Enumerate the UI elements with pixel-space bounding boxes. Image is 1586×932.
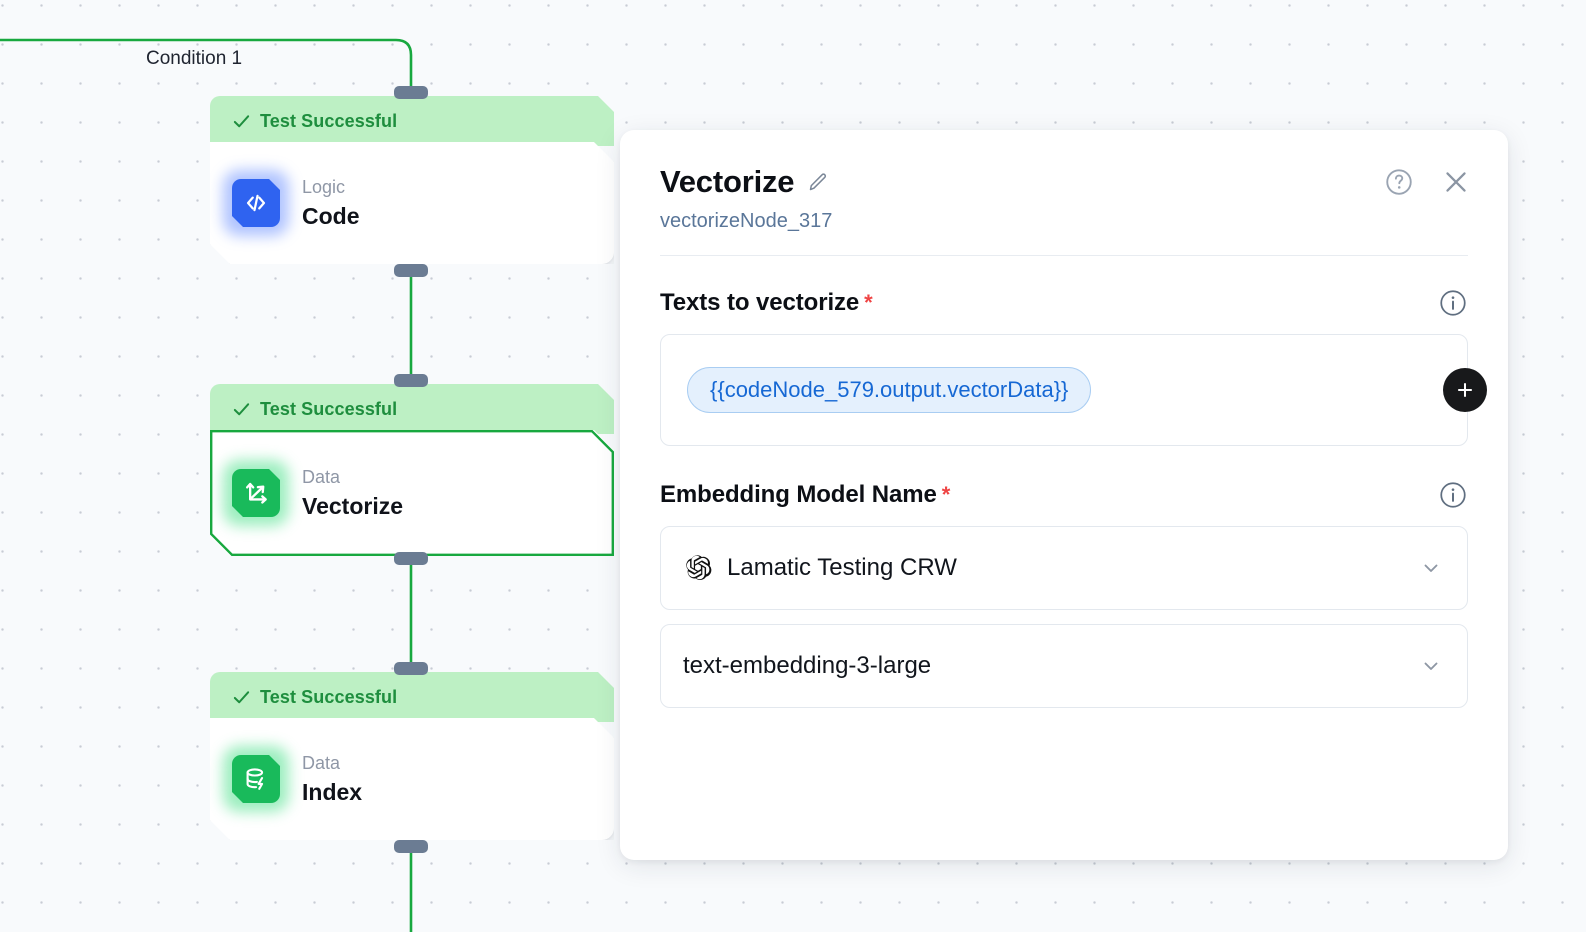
edge-label-condition-1: Condition 1	[146, 48, 243, 69]
node-status-label: Test Successful	[260, 110, 398, 131]
flow-node-index[interactable]: Test Successful Data Index	[210, 672, 614, 840]
required-marker-embedding: *	[941, 482, 951, 507]
node-status-banner: Test Successful	[210, 384, 614, 434]
field-texts-to-vectorize: Texts to vectorize* {{codeNode_579.outpu…	[660, 288, 1487, 446]
node-status-banner: Test Successful	[210, 672, 614, 722]
close-icon[interactable]	[1440, 166, 1472, 198]
node-category-label: Data	[302, 753, 341, 774]
page-title: Vectorize	[660, 164, 795, 199]
panel-header: Vectorize vectorizeNode_317	[620, 130, 1508, 233]
openai-logo-icon	[683, 553, 713, 583]
node-category-label: Logic	[302, 177, 346, 198]
panel-body: Texts to vectorize* {{codeNode_579.outpu…	[620, 256, 1508, 708]
node-id-label: vectorizeNode_317	[660, 210, 833, 232]
node-title-label: Vectorize	[302, 492, 403, 519]
node-handle-top-code[interactable]	[394, 86, 428, 99]
database-bolt-icon	[232, 755, 280, 803]
node-category-label: Data	[302, 467, 341, 488]
info-circle-icon[interactable]	[1438, 288, 1468, 318]
node-handle-bottom-code[interactable]	[394, 264, 428, 277]
check-icon	[232, 688, 251, 707]
add-text-button[interactable]	[1443, 368, 1487, 412]
node-handle-bottom-vectorize[interactable]	[394, 552, 428, 565]
node-status-label: Test Successful	[260, 686, 398, 707]
node-status-banner: Test Successful	[210, 96, 614, 146]
node-title-label: Index	[302, 778, 363, 805]
credential-select[interactable]: Lamatic Testing CRW	[660, 526, 1468, 610]
node-body[interactable]: Data Index	[210, 718, 614, 840]
node-handle-top-index[interactable]	[394, 662, 428, 675]
help-circle-icon[interactable]	[1384, 167, 1414, 197]
panel-divider	[660, 255, 1468, 256]
chevron-down-icon[interactable]	[1419, 556, 1443, 580]
variable-token-chip[interactable]: {{codeNode_579.output.vectorData}}	[687, 367, 1092, 413]
check-icon	[232, 112, 251, 131]
model-value: text-embedding-3-large	[683, 652, 932, 679]
field-label-texts: Texts to vectorize	[660, 289, 860, 316]
field-label-embedding: Embedding Model Name	[660, 481, 937, 508]
node-title-label: Code	[302, 202, 360, 229]
vector-axes-icon	[232, 469, 280, 517]
flow-node-vectorize[interactable]: Test Successful Data	[210, 384, 614, 556]
info-circle-icon[interactable]	[1438, 480, 1468, 510]
node-config-panel: Vectorize vectorizeNode_317	[620, 130, 1508, 860]
required-marker-texts: *	[864, 290, 873, 315]
check-icon	[232, 400, 251, 419]
plus-icon	[1457, 382, 1473, 398]
credential-value: Lamatic Testing CRW	[727, 554, 957, 581]
flow-node-code[interactable]: Test Successful Logic Code	[210, 96, 614, 264]
node-handle-bottom-index[interactable]	[394, 840, 428, 853]
node-handle-top-vectorize[interactable]	[394, 374, 428, 387]
texts-to-vectorize-input[interactable]: {{codeNode_579.output.vectorData}}	[660, 334, 1487, 446]
node-body[interactable]: Logic Code	[210, 142, 614, 264]
code-brackets-icon	[232, 179, 280, 227]
field-embedding-model-name: Embedding Model Name* Lamatic Testin	[660, 480, 1468, 708]
pencil-icon[interactable]	[806, 170, 830, 194]
chevron-down-icon[interactable]	[1419, 654, 1443, 678]
node-status-label: Test Successful	[260, 398, 398, 419]
model-select[interactable]: text-embedding-3-large	[660, 624, 1468, 708]
node-body[interactable]: Data Vectorize	[210, 430, 614, 556]
